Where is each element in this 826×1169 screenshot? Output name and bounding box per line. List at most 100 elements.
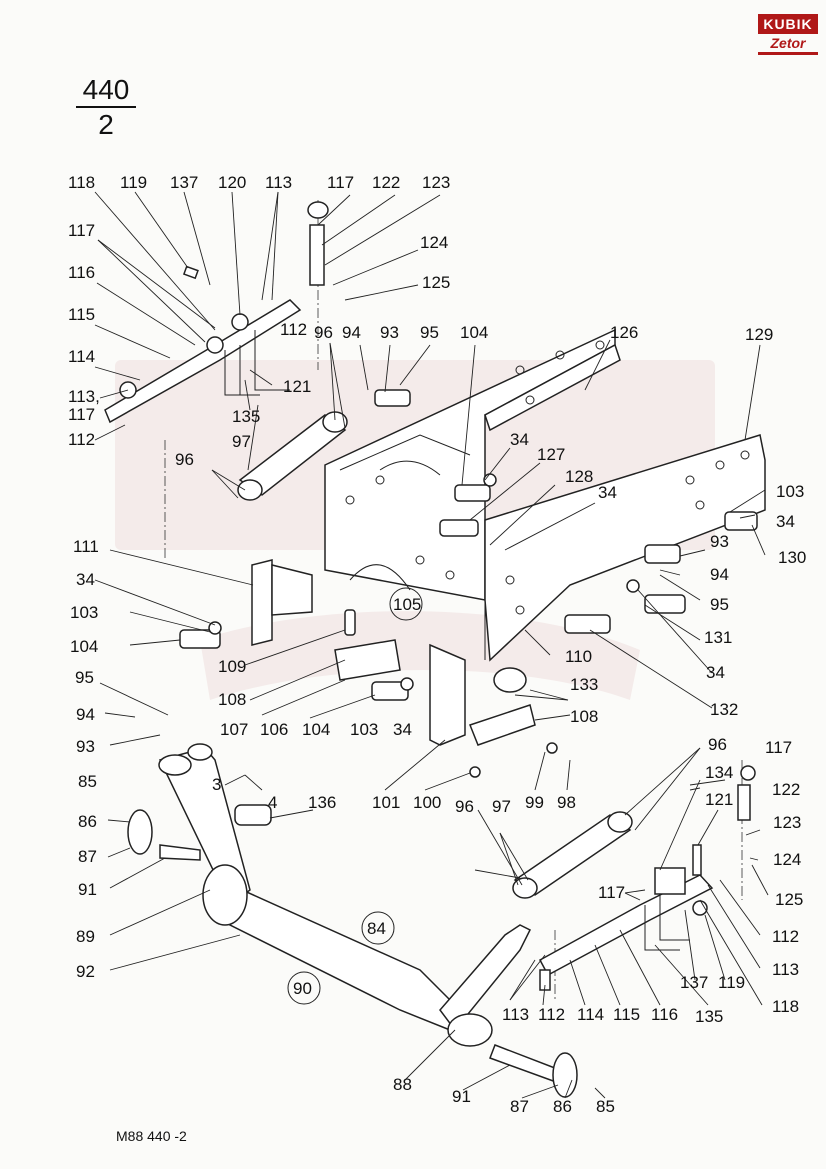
part-label: 34 — [76, 570, 95, 589]
part-label: 93 — [76, 737, 95, 756]
part-label: 96 — [708, 735, 727, 754]
part-label: 90 — [293, 979, 312, 998]
part-label: 128 — [565, 467, 593, 486]
page-title: 440 2 — [76, 74, 136, 142]
page-footer: M88 440 -2 — [116, 1128, 187, 1144]
part-label: 95 — [75, 668, 94, 687]
part-label: 3 — [212, 775, 221, 794]
part-label: 103 — [70, 603, 98, 622]
part-label: 34 — [776, 512, 795, 531]
part-label: 113 — [502, 1005, 529, 1024]
part-label: 129 — [745, 325, 773, 344]
part-label: 105 — [393, 595, 421, 614]
part-label: 117 — [68, 405, 95, 424]
part-label: 108 — [218, 690, 246, 709]
part-label: 126 — [610, 323, 638, 342]
logo-brand: KUBIK — [758, 14, 818, 34]
part-label: 125 — [422, 273, 450, 292]
part-label: 4 — [268, 793, 277, 812]
part-label: 96 — [175, 450, 194, 469]
part-label: 96 — [314, 323, 333, 342]
part-label: 34 — [706, 663, 725, 682]
part-label: 121 — [283, 377, 311, 396]
part-label: 119 — [120, 173, 147, 192]
part-label: 104 — [70, 637, 98, 656]
part-label: 84 — [367, 919, 386, 938]
part-label: 94 — [342, 323, 361, 342]
part-label: 133 — [570, 675, 598, 694]
leader-lines — [94, 191, 769, 1099]
part-label: 91 — [452, 1087, 471, 1106]
part-label: 116 — [651, 1005, 678, 1024]
part-label: 89 — [76, 927, 95, 946]
kubik-zetor-logo: KUBIK Zetor — [758, 14, 818, 64]
lower-right-shaft-assembly — [538, 784, 751, 991]
part-label: 103 — [350, 720, 378, 739]
part-label: 111 — [73, 537, 99, 556]
part-label: 94 — [710, 565, 729, 584]
part-label: 114 — [68, 347, 95, 366]
part-label: 91 — [78, 880, 97, 899]
part-label: 119 — [718, 973, 745, 992]
part-label: 92 — [76, 962, 95, 981]
part-label: 122 — [772, 780, 800, 799]
part-label: 106 — [260, 720, 288, 739]
part-label: 86 — [553, 1097, 572, 1116]
part-label: 101 — [372, 793, 400, 812]
part-label: 137 — [170, 173, 198, 192]
part-label: 113 — [265, 173, 292, 192]
part-label: 123 — [422, 173, 450, 192]
part-label: 116 — [68, 263, 95, 282]
part-label: 93 — [380, 323, 399, 342]
part-label: 130 — [778, 548, 806, 567]
part-label: 103 — [776, 482, 804, 501]
part-number-labels: 118 119 137 120 113 117 122 123 117 124 … — [68, 173, 806, 1116]
part-label: 122 — [372, 173, 400, 192]
part-label: 95 — [710, 595, 729, 614]
part-label: 98 — [557, 793, 576, 812]
part-label: 115 — [613, 1005, 640, 1024]
part-label: 112 — [280, 320, 307, 339]
part-label: 95 — [420, 323, 439, 342]
part-label: 136 — [308, 793, 336, 812]
part-label: 125 — [775, 890, 803, 909]
part-label: 112 — [772, 927, 799, 946]
part-label: 97 — [232, 432, 251, 451]
part-label: 137 — [680, 973, 708, 992]
part-label: 135 — [695, 1007, 723, 1026]
tubes — [237, 411, 633, 899]
logo-sub: Zetor — [770, 35, 806, 51]
part-label: 115 — [68, 305, 95, 324]
logo-bar — [758, 52, 818, 55]
part-label: 34 — [393, 720, 412, 739]
part-label: 100 — [413, 793, 441, 812]
part-label: 117 — [765, 738, 792, 757]
part-label: 97 — [492, 797, 511, 816]
part-label: 112 — [68, 430, 95, 449]
part-label: 121 — [705, 790, 733, 809]
upper-left-shaft-assembly — [104, 201, 329, 424]
part-label: 109 — [218, 657, 246, 676]
part-label: 110 — [565, 647, 592, 666]
bolts-and-pins — [179, 389, 758, 826]
part-label: 99 — [525, 793, 544, 812]
part-label: 118 — [772, 997, 799, 1016]
part-label: 127 — [537, 445, 565, 464]
part-label: 135 — [232, 407, 260, 426]
part-label: 132 — [710, 700, 738, 719]
part-label: 85 — [596, 1097, 615, 1116]
part-label: 87 — [78, 847, 97, 866]
part-label: 117 — [327, 173, 354, 192]
part-label: 34 — [510, 430, 529, 449]
part-label: 124 — [420, 233, 448, 252]
part-label: 120 — [218, 173, 246, 192]
part-label: 117 — [598, 883, 625, 902]
part-label: 94 — [76, 705, 95, 724]
part-label: 104 — [460, 323, 488, 342]
part-label: 117 — [68, 221, 95, 240]
part-label: 131 — [704, 628, 732, 647]
part-label: 107 — [220, 720, 248, 739]
circled-labels — [287, 587, 423, 1005]
part-label: 114 — [577, 1005, 604, 1024]
